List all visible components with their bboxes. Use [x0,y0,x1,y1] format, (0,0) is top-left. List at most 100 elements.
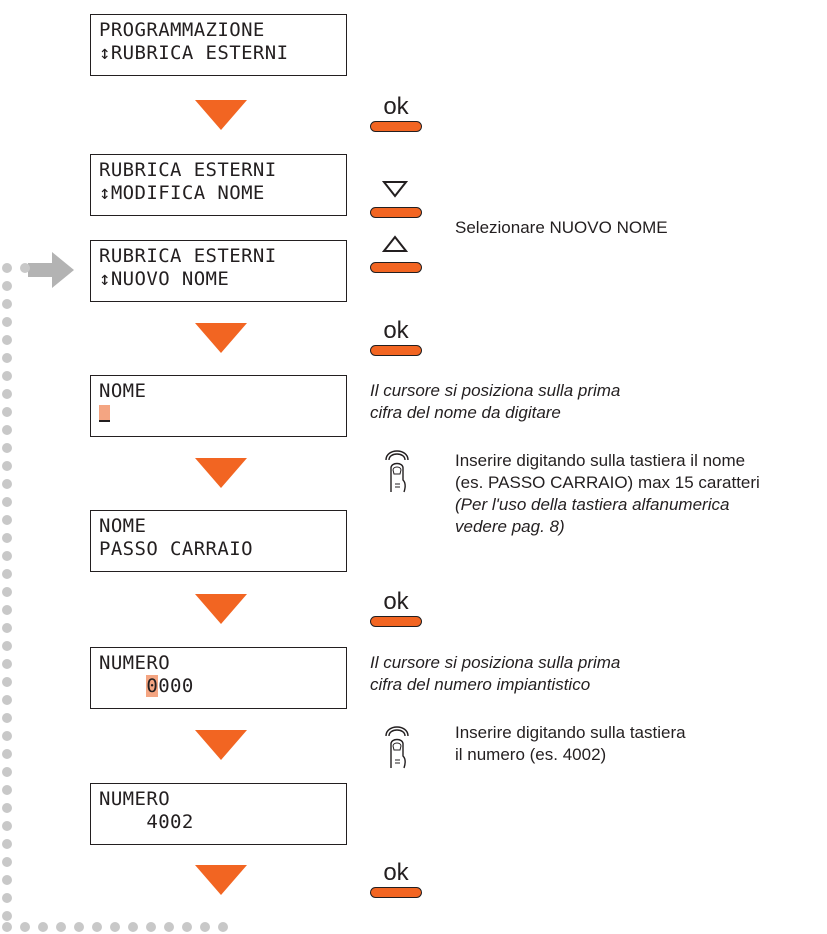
loop-dot [2,389,12,399]
flow-arrow-down-icon [195,865,247,895]
ok-key [370,121,422,132]
ok-button[interactable]: ok [368,589,424,629]
loop-dot [218,922,228,932]
loop-dot [2,803,12,813]
loop-dot [2,569,12,579]
loop-dot [2,749,12,759]
flow-arrow-down-icon [195,100,247,130]
ok-label: ok [383,93,409,120]
loop-dot [2,605,12,615]
up-key-button[interactable] [368,235,424,281]
loop-dot [2,299,12,309]
note-select-new-name: Selezionare NUOVO NOME [455,218,668,237]
down-key [370,207,422,218]
loop-dot [2,587,12,597]
loop-dot [2,317,12,327]
note-insert-name: Inserire digitando sulla tastiera il nom… [455,451,760,536]
loop-dot [2,353,12,363]
loop-dot [56,922,66,932]
ok-key [370,616,422,627]
lcd-line-1: NOME [99,380,147,402]
lcd-line-1: RUBRICA ESTERNI [99,245,277,267]
lcd-screen-programmazione: PROGRAMMAZIONE ↕RUBRICA ESTERNI [90,14,347,76]
loop-dot [2,407,12,417]
loop-dot [2,623,12,633]
note-cursor-name: Il cursore si posiziona sulla prima cifr… [370,381,621,422]
lcd-line-2: ↕NUOVO NOME [99,268,230,290]
loop-dot [2,371,12,381]
loop-dot [2,515,12,525]
flow-arrow-down-icon [195,730,247,760]
loop-dot [2,497,12,507]
flow-arrow-down-icon [195,323,247,353]
loop-dot [2,922,12,932]
loop-dot [2,281,12,291]
loop-dot [164,922,174,932]
lcd-screen-nome-filled: NOME PASSO CARRAIO [90,510,347,572]
loop-dot [2,713,12,723]
text-cursor: 0 [146,675,159,697]
text-cursor [99,405,110,422]
loop-dot [20,922,30,932]
ok-button[interactable]: ok [368,94,424,134]
loop-dot [2,731,12,741]
loop-dot [146,922,156,932]
ok-button[interactable]: ok [368,318,424,358]
triangle-up-icon [382,235,408,252]
loop-dot [2,551,12,561]
ok-label: ok [383,859,409,886]
loop-dot [2,695,12,705]
triangle-down-icon [382,181,408,198]
lcd-line-1: NOME [99,515,147,537]
loop-dot [128,922,138,932]
number-digits: 000 [158,675,194,697]
lcd-line-2: 0000 [99,675,346,698]
lcd-line-2 [99,403,346,426]
loop-dot [92,922,102,932]
loop-dot [2,785,12,795]
ok-key [370,345,422,356]
lcd-line-2: ↕MODIFICA NOME [99,182,265,204]
ok-label: ok [383,588,409,615]
lcd-screen-numero-filled: NUMERO 4002 [90,783,347,845]
loop-dot [2,767,12,777]
right-arrow-icon [28,252,74,288]
flow-arrow-down-icon [195,458,247,488]
loop-dot [2,893,12,903]
lcd-line-1: NUMERO [99,652,171,674]
lcd-screen-nome-empty: NOME [90,375,347,437]
note-cursor-number: Il cursore si posiziona sulla prima cifr… [370,653,621,694]
loop-dot [2,677,12,687]
loop-dot [2,461,12,471]
lcd-line-2: ↕RUBRICA ESTERNI [99,42,289,64]
ok-button[interactable]: ok [368,860,424,900]
loop-dot [20,263,30,273]
down-key-button[interactable] [368,180,424,226]
flow-arrow-down-icon [195,594,247,624]
loop-dot [2,839,12,849]
lcd-line-2: PASSO CARRAIO [99,538,253,560]
loop-dot [2,641,12,651]
loop-dot [2,659,12,669]
ok-key [370,887,422,898]
loop-dot [38,922,48,932]
up-key [370,262,422,273]
loop-dot [2,533,12,543]
loop-dot [2,911,12,921]
lcd-screen-modifica-nome: RUBRICA ESTERNI ↕MODIFICA NOME [90,154,347,216]
loop-dot [182,922,192,932]
lcd-line-1: NUMERO [99,788,171,810]
loop-dot [2,875,12,885]
loop-dot [110,922,120,932]
lcd-line-1: PROGRAMMAZIONE [99,19,265,41]
ok-label: ok [383,317,409,344]
lcd-screen-nuovo-nome: RUBRICA ESTERNI ↕NUOVO NOME [90,240,347,302]
loop-dot [2,425,12,435]
note-insert-number: Inserire digitando sulla tastiera il num… [455,723,686,764]
finger-press-icon [385,450,409,493]
finger-press-icon [385,726,409,769]
lcd-line-1: RUBRICA ESTERNI [99,159,277,181]
loop-dot [2,479,12,489]
loop-dot [2,857,12,867]
lcd-line-2: 4002 [99,811,194,833]
